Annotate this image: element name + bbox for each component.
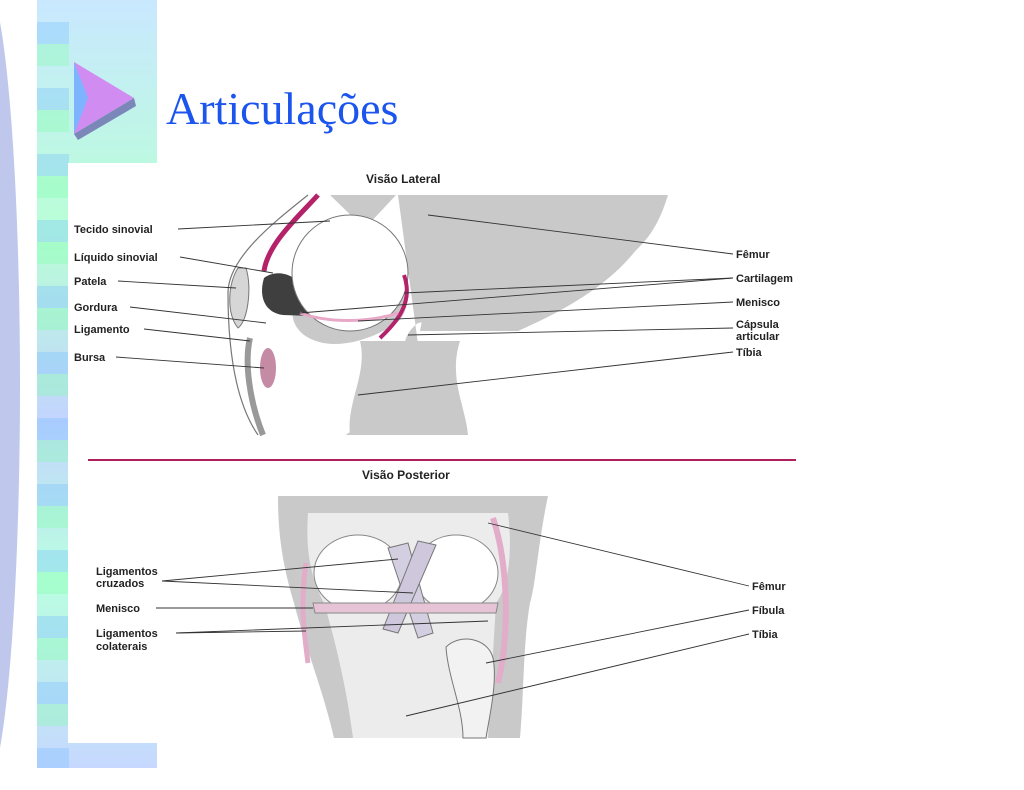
patella-shape [229, 267, 250, 329]
label-femur-lateral: Fêmur [736, 249, 770, 261]
label-articular: articular [736, 331, 780, 343]
leader-cruzados-a [161, 558, 399, 582]
posterior-heading: Visão Posterior [362, 468, 450, 482]
label-menisco-posterior: Menisco [96, 603, 140, 615]
label-bursa: Bursa [74, 352, 106, 364]
leader-femur-posterior [487, 522, 750, 587]
leader-colaterais-a [175, 630, 307, 634]
label-fibula: Fíbula [752, 605, 785, 617]
leader-tibia-posterior [405, 633, 750, 717]
meniscus-posterior [312, 602, 499, 614]
lateral-view: Visão Lateral Tecido sinovial Líquido si… [74, 172, 793, 437]
label-menisco-lateral: Menisco [736, 297, 780, 309]
leader-ligamento [143, 328, 251, 342]
cartilage-line [299, 311, 399, 322]
slide-frame: Articulações [0, 0, 828, 790]
tibia-shaft [349, 341, 468, 435]
leader-colaterais-b [175, 620, 489, 634]
label-cartilagem: Cartilagem [736, 273, 793, 285]
knee-diagram: Visão Lateral Tecido sinovial Líquido si… [68, 163, 828, 743]
leader-capsula [407, 327, 734, 336]
label-ligamentos-cruzados-2: cruzados [96, 578, 144, 590]
leader-cartilagem-b [299, 277, 734, 314]
sidebar-tiles-decoration [37, 0, 69, 768]
leader-cartilagem-a [403, 277, 734, 294]
synovial-tissue-back [378, 274, 409, 340]
ligament-strip [244, 337, 266, 437]
leader-femur-lateral [427, 214, 734, 255]
posterior-view: Visão Posterior Ligamentos cruzados [96, 468, 786, 739]
collateral-ligament [490, 517, 509, 684]
leader-menisco-lateral [357, 301, 734, 322]
leader-gordura [129, 306, 267, 324]
label-tibia-posterior: Tíbia [752, 629, 779, 641]
label-ligamentos-colaterais-1: Ligamentos [96, 628, 158, 640]
lateral-heading: Visão Lateral [366, 172, 440, 186]
leader-cruzados-b [161, 580, 414, 594]
left-curve-decoration [0, 0, 20, 790]
femoral-condyle [291, 214, 409, 332]
label-gordura: Gordura [74, 302, 118, 314]
triangle-bullet-icon [74, 62, 136, 140]
leader-tibia-lateral [357, 351, 734, 396]
bursa-shape [260, 348, 276, 388]
synovial-tissue [261, 193, 320, 272]
leader-bursa [115, 356, 265, 369]
label-capsula: Cápsula [736, 319, 780, 331]
knee-anatomy-svg: Visão Lateral Tecido sinovial Líquido si… [74, 172, 796, 739]
label-femur-posterior: Fêmur [752, 581, 786, 593]
label-patela: Patela [74, 276, 107, 288]
medial-condyle [313, 534, 403, 612]
leader-tecido [177, 220, 331, 230]
fibula-shape [445, 638, 495, 739]
label-tibia-lateral: Tíbia [736, 347, 763, 359]
label-tecido-sinovial: Tecido sinovial [74, 224, 153, 236]
femur-shaft [418, 195, 666, 331]
collateral-ligament-medial [300, 562, 311, 664]
label-ligamento: Ligamento [74, 324, 130, 336]
leader-liquido [179, 256, 274, 274]
label-ligamentos-cruzados-1: Ligamentos [96, 566, 158, 578]
label-liquido-sinovial: Líquido sinovial [74, 252, 158, 264]
slide-title: Articulações [166, 83, 399, 134]
label-ligamentos-colaterais-2: colaterais [96, 641, 147, 653]
leader-fibula [485, 609, 750, 664]
leader-patela [117, 280, 237, 289]
